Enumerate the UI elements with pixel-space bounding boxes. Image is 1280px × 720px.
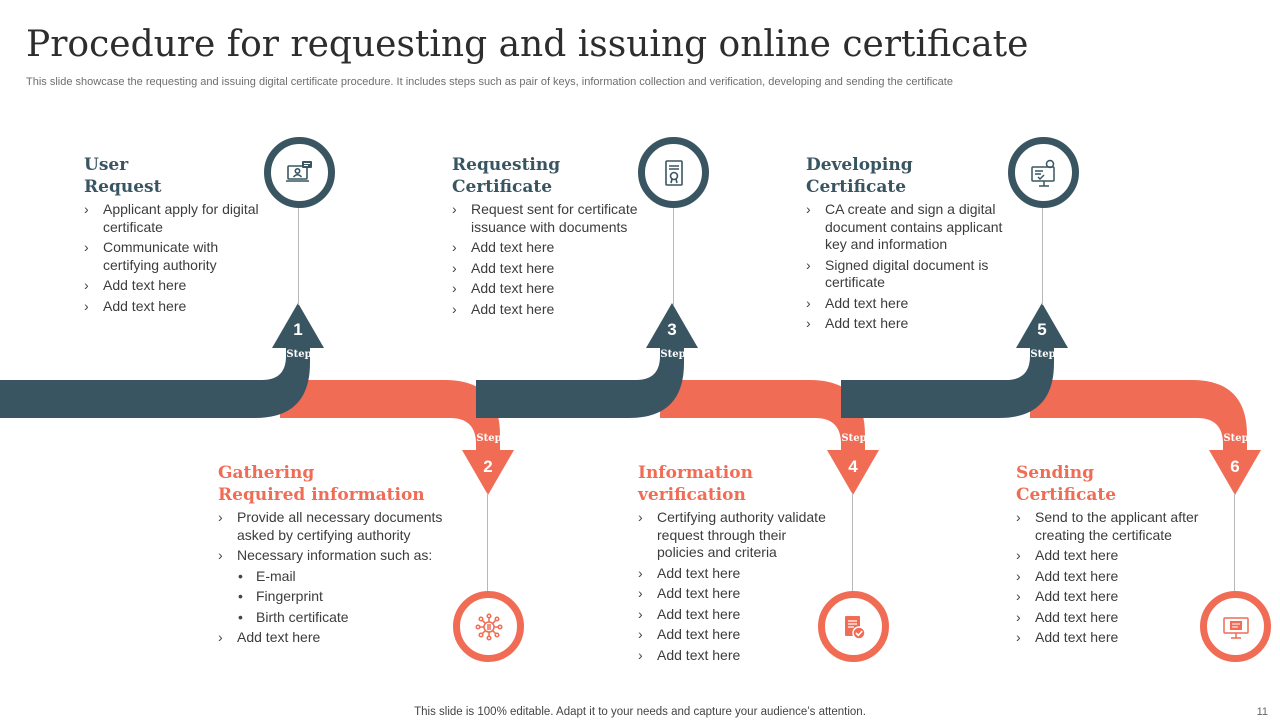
bullet-item: Add text here	[452, 280, 652, 298]
step-1-number: 1	[293, 320, 303, 339]
bullet-item: Add text here	[452, 239, 652, 257]
step-4-arrowhead	[827, 450, 879, 495]
step-3-icon-circle	[638, 137, 709, 208]
step-4-number: 4	[848, 457, 858, 476]
step-2-number: 2	[483, 457, 493, 476]
step-5-arrowhead	[1016, 303, 1068, 348]
sub-bullet-item: Birth certificate	[218, 609, 468, 627]
verified-document-icon	[844, 615, 866, 640]
step-3-number: 3	[667, 320, 677, 339]
bullet-item: Applicant apply for digital certificate	[84, 201, 274, 236]
step-2-icon-circle	[453, 591, 524, 662]
bullet-item: Add text here	[638, 626, 828, 644]
step-1-icon-circle	[264, 137, 335, 208]
bullet-item: Add text here	[638, 565, 828, 583]
step-3-arrowhead	[646, 303, 698, 348]
slide-title: Procedure for requesting and issuing onl…	[26, 24, 1029, 65]
step-5-bullets: CA create and sign a digital document co…	[806, 201, 1016, 333]
bullet-item: Add text here	[1016, 588, 1216, 606]
step-2-bullets: Provide all necessary documents asked by…	[218, 509, 468, 647]
page-number: 11	[1256, 706, 1268, 718]
user-computer-icon	[285, 160, 312, 182]
certificate-presentation-icon	[1030, 159, 1055, 187]
step-2-label: Step	[476, 433, 502, 444]
bullet-item: Communicate with certifying authority	[84, 239, 274, 274]
bullet-item: Add text here	[1016, 547, 1216, 565]
bullet-item: Request sent for certificate issuance wi…	[452, 201, 652, 236]
bullet-item: Add text here	[638, 647, 828, 665]
bullet-item: Add text here	[1016, 609, 1216, 627]
step-3-connector	[673, 205, 674, 305]
flow-segment-2	[280, 380, 500, 452]
flow-segment-3	[476, 345, 684, 418]
step-3-label: Step	[660, 349, 686, 360]
certificate-document-icon	[664, 159, 683, 186]
sub-bullet-item: Fingerprint	[218, 588, 468, 606]
bullet-item: Send to the applicant after creating the…	[1016, 509, 1216, 544]
step-4-connector	[852, 493, 853, 593]
step-1-arrowhead	[272, 303, 324, 348]
step-1-bullets: Applicant apply for digital certificate …	[84, 201, 274, 315]
bullet-item: Add text here	[84, 298, 274, 316]
step-6-arrowhead	[1209, 450, 1261, 495]
bullet-item: Add text here	[218, 629, 468, 647]
bullet-item: Add text here	[806, 315, 1016, 333]
bullet-item: Certifying authority validate request th…	[638, 509, 828, 562]
step-4-label: Step	[841, 433, 867, 444]
bullet-item: Add text here	[806, 295, 1016, 313]
bullet-item: Signed digital document is certificate	[806, 257, 1016, 292]
bullet-item: Add text here	[452, 260, 652, 278]
step-6-label: Step	[1223, 433, 1249, 444]
flow-segment-4	[660, 380, 865, 452]
bullet-item: Add text here	[84, 277, 274, 295]
step-6-number: 6	[1230, 457, 1240, 476]
flow-segment-5	[841, 345, 1054, 418]
step-2-connector	[487, 493, 488, 593]
bullet-item: Provide all necessary documents asked by…	[218, 509, 468, 544]
monitor-certificate-icon	[1222, 616, 1249, 639]
step-3-bullets: Request sent for certificate issuance wi…	[452, 201, 652, 318]
step-1-label: Step	[286, 349, 312, 360]
sub-bullet-item: E-mail	[218, 568, 468, 586]
bullet-item: Add text here	[1016, 568, 1216, 586]
bullet-item: Add text here	[638, 606, 828, 624]
step-4-icon-circle	[818, 591, 889, 662]
step-5-icon-circle	[1008, 137, 1079, 208]
slide-subtitle: This slide showcase the requesting and i…	[26, 76, 953, 88]
network-hub-icon	[474, 612, 503, 641]
footer-note: This slide is 100% editable. Adapt it to…	[414, 706, 866, 718]
flow-segment-1	[0, 345, 310, 418]
bullet-item: CA create and sign a digital document co…	[806, 201, 1016, 254]
step-1-connector	[298, 205, 299, 305]
bullet-item: Necessary information such as:	[218, 547, 468, 565]
step-5-label: Step	[1030, 349, 1056, 360]
step-5-connector	[1042, 205, 1043, 305]
bullet-item: Add text here	[452, 301, 652, 319]
step-6-connector	[1234, 493, 1235, 593]
step-4-bullets: Certifying authority validate request th…	[638, 509, 828, 664]
step-6-bullets: Send to the applicant after creating the…	[1016, 509, 1216, 647]
step-2-arrowhead	[462, 450, 514, 495]
bullet-item: Add text here	[638, 585, 828, 603]
step-5-number: 5	[1037, 320, 1047, 339]
flow-segment-6	[1030, 380, 1247, 452]
bullet-item: Add text here	[1016, 629, 1216, 647]
